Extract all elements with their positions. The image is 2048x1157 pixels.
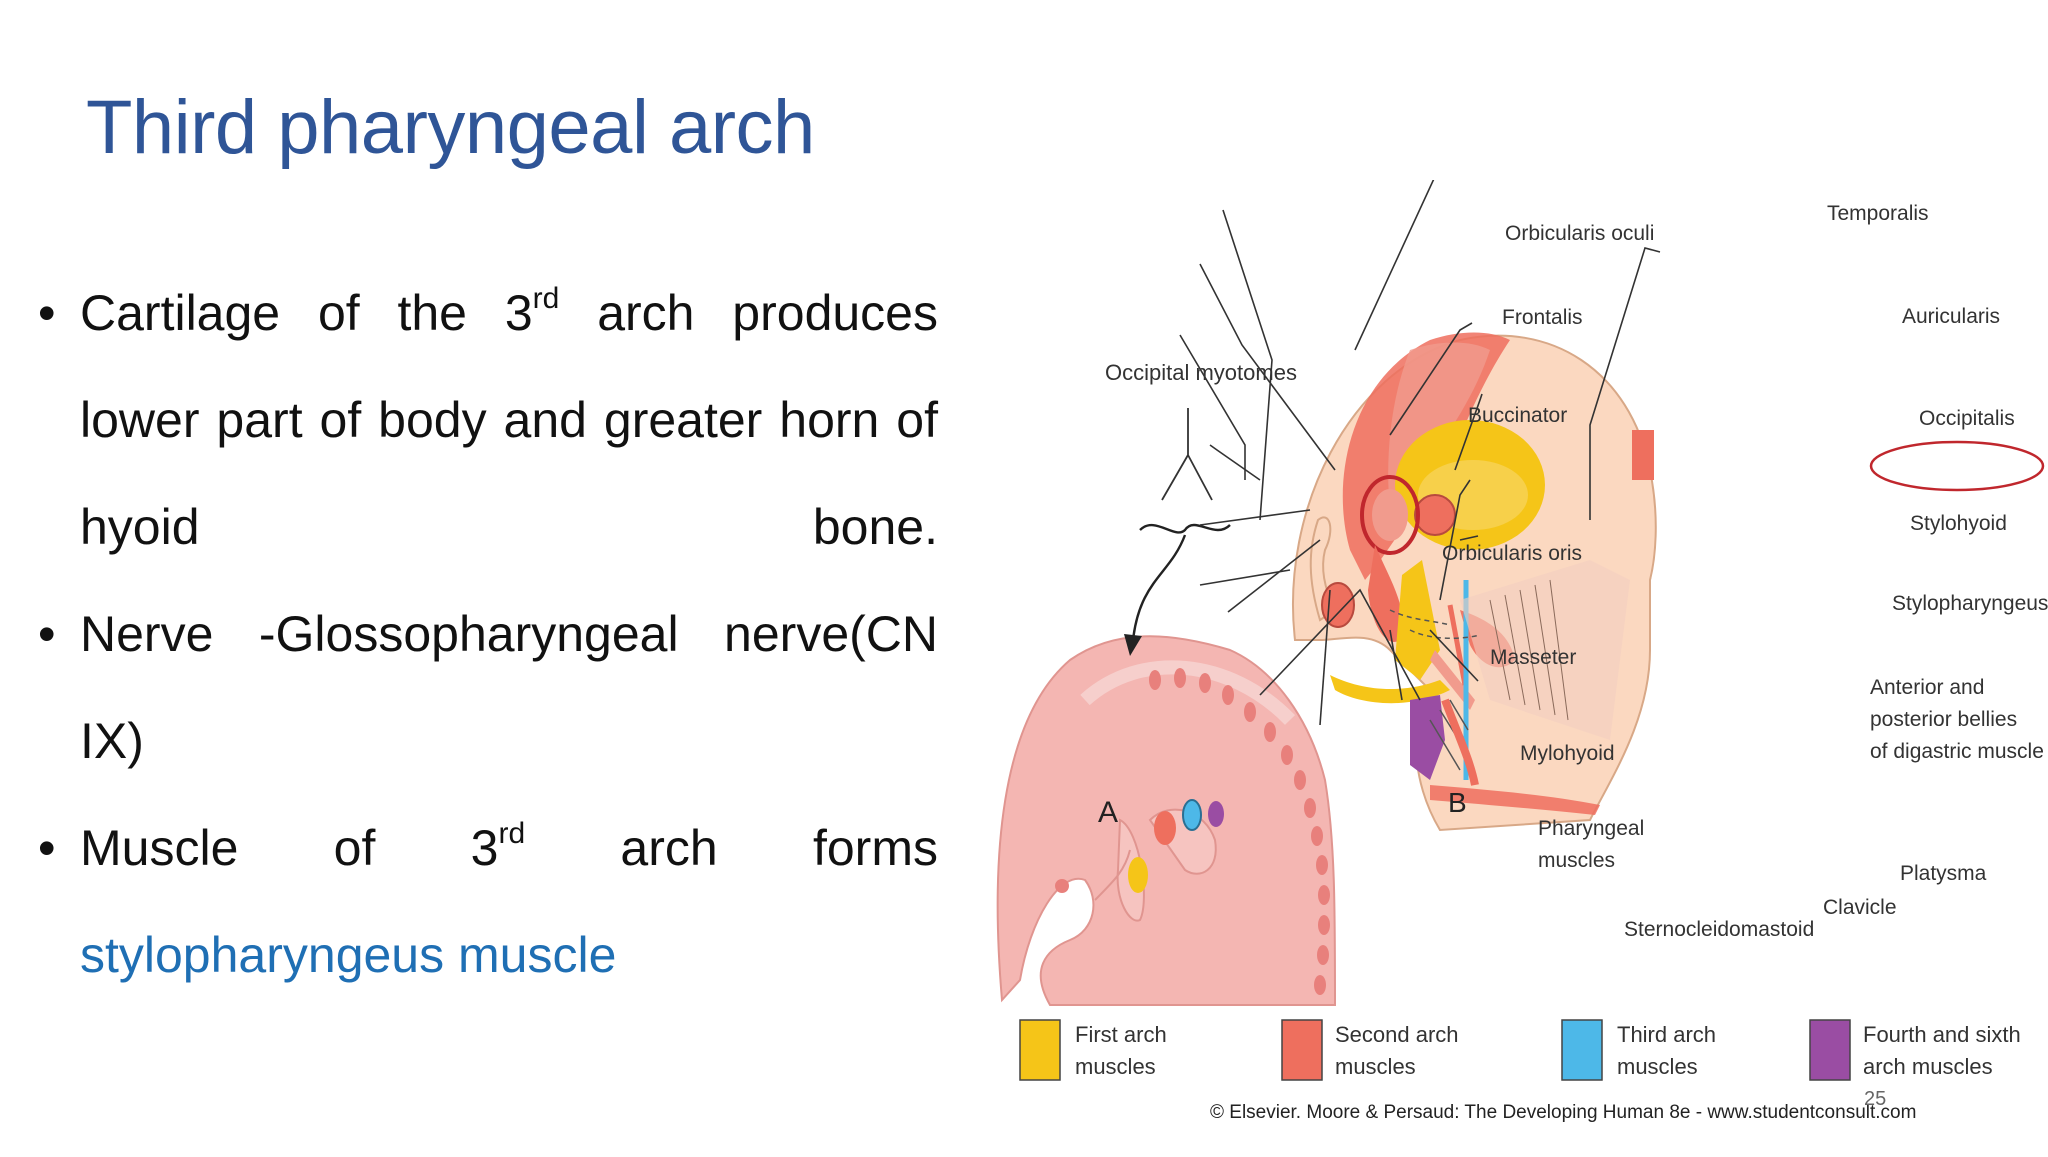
embryo-panel-a: Occipital myotomes A (996, 360, 1337, 1006)
label-buccinator: Buccinator (1468, 404, 1567, 427)
label-leader-lines (1179, 169, 1661, 726)
legend-label-line-2: muscles (1617, 1054, 1698, 1079)
legend-label-line-2: muscles (1075, 1054, 1156, 1079)
label-sternocleidomastoid: Sternocleidomastoid (1624, 918, 1814, 941)
bullet-list: • Cartilage of the 3rd arch produces low… (38, 260, 938, 1009)
label-occipital-myotomes: Occipital myotomes (1105, 360, 1297, 385)
second-arch-muscle-mark (1154, 811, 1176, 845)
label-temporalis: Temporalis (1827, 202, 1929, 225)
ordinal-suffix: rd (498, 817, 526, 850)
panel-b-labels: Orbicularis oculi Temporalis Frontalis A… (1442, 202, 2048, 941)
bullet-text: Cartilage of the 3 (80, 285, 533, 341)
legend-label-line-1: First arch (1075, 1022, 1167, 1047)
color-legend: First arch muscles Second arch muscles T… (1019, 1019, 2021, 1081)
masseter-muscle (1395, 560, 1440, 680)
platysma-muscle (1430, 785, 1600, 815)
label-stylohyoid: Stylohyoid (1910, 512, 2007, 535)
bullet-dot: • (38, 285, 56, 341)
third-arch-muscle-mark (1182, 799, 1202, 831)
occipitalis-muscle (1632, 430, 1654, 480)
highlighted-term: stylopharyngeus muscle (80, 927, 617, 983)
label-digastric-line-2: posterior bellies (1870, 708, 2017, 731)
label-stylopharyngeus: Stylopharyngeus (1892, 592, 2048, 615)
label-clavicle: Clavicle (1823, 896, 1897, 919)
somites (1149, 668, 1330, 995)
label-digastric-line-3: of digastric muscle (1870, 740, 2044, 763)
slide-title: Third pharyngeal arch (86, 85, 815, 170)
label-pharyngeal-line-2: muscles (1538, 849, 1615, 872)
label-masseter: Masseter (1490, 646, 1576, 669)
myotome-brace (1139, 523, 1231, 534)
orbicularis-oris-muscle (1321, 582, 1355, 628)
label-orbicularis-oculi: Orbicularis oculi (1505, 222, 1654, 245)
legend-label-line-1: Second arch (1335, 1022, 1459, 1047)
figure-credit: © Elsevier. Moore & Persaud: The Develop… (1210, 1102, 1916, 1123)
bullet-dot: • (38, 606, 56, 662)
legend-swatch (1281, 1019, 1323, 1081)
legend-label-line-1: Third arch (1617, 1022, 1716, 1047)
bullet-item-nerve: • Nerve -Glossopharyngeal nerve(CN IX) (38, 581, 938, 795)
bullet-item-muscle: • Muscle of 3rd arch forms stylopharynge… (38, 795, 938, 1009)
figure-illustration: Occipital myotomes A (996, 169, 2048, 1123)
label-orbicularis-oris: Orbicularis oris (1442, 542, 1582, 565)
first-arch-muscle-mark (1128, 857, 1148, 893)
bullet-text: Muscle of 3 (80, 820, 499, 876)
label-auricularis: Auricularis (1902, 305, 2000, 328)
label-pharyngeal-line-1: Pharyngeal (1538, 817, 1644, 840)
legend-item-first-arch: First arch muscles (1019, 1019, 1167, 1081)
legend-label-line-2: muscles (1335, 1054, 1416, 1079)
legend-swatch (1561, 1019, 1603, 1081)
legend-label-line-1: Fourth and sixth (1863, 1022, 2021, 1047)
label-frontalis: Frontalis (1502, 306, 1583, 329)
label-platysma: Platysma (1900, 862, 1987, 885)
bullet-text: arch forms (525, 820, 938, 876)
figure-arch-muscles: Occipital myotomes A (990, 169, 2048, 1152)
embryo-highlight (1080, 660, 1296, 725)
label-occipitalis: Occipitalis (1919, 407, 2015, 430)
legend-item-third-arch: Third arch muscles (1561, 1019, 1716, 1081)
label-digastric-line-1: Anterior and (1870, 676, 1984, 699)
page-number: 25 (1864, 1088, 1887, 1110)
neck-striations (1489, 579, 1569, 721)
legend-item-fourth-sixth-arch: Fourth and sixth arch muscles (1809, 1019, 2021, 1081)
orbicularis-oculi-muscle (1360, 475, 1420, 555)
legend-item-second-arch: Second arch muscles (1281, 1019, 1459, 1081)
legend-swatch (1019, 1019, 1061, 1081)
bullet-item-cartilage: • Cartilage of the 3rd arch produces low… (38, 260, 938, 581)
bullet-dot: • (38, 820, 56, 876)
label-mylohyoid: Mylohyoid (1520, 742, 1615, 765)
fourth-arch-muscle-mark (1208, 801, 1224, 827)
panel-label-b: B (1448, 787, 1467, 818)
legend-swatch (1809, 1019, 1851, 1081)
panel-label-a: A (1098, 796, 1118, 829)
ordinal-suffix: rd (532, 282, 560, 315)
legend-label-line-2: arch muscles (1863, 1054, 1993, 1079)
bullet-text: Nerve -Glossopharyngeal nerve(CN IX) (80, 606, 938, 769)
stylopharyngeus-highlight-circle (1869, 440, 2045, 492)
pharyngeal-muscles (1410, 695, 1445, 780)
bullet-text: arch produces lower part of body and gre… (80, 285, 938, 555)
buccinator-muscle (1368, 545, 1403, 642)
head-panel-b: B (1291, 332, 1657, 832)
migration-arrow-head (1124, 634, 1142, 656)
